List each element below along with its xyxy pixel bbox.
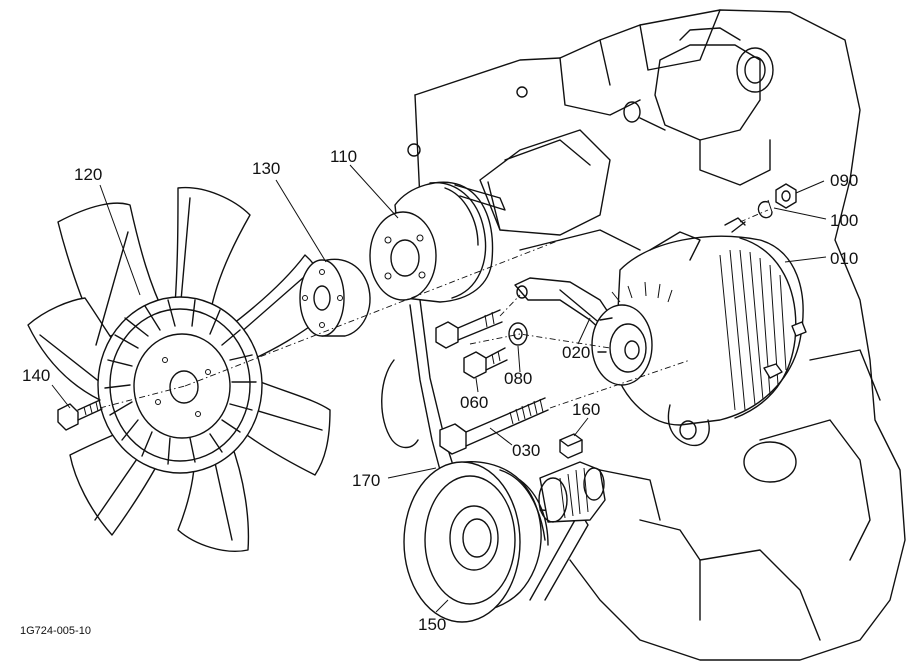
crankshaft-nose (538, 461, 606, 523)
fan-pulley (369, 181, 506, 303)
figure-code: 1G724-005-10 (20, 625, 91, 637)
callout-100: 100 (830, 211, 858, 230)
callout-110: 110 (330, 147, 357, 166)
callout-010: 010 (830, 249, 858, 268)
callout-020: 020 (562, 343, 590, 362)
callout-120: 120 (74, 165, 102, 184)
assembly-lines (99, 209, 769, 409)
crankshaft-pulley (403, 461, 549, 623)
alternator (591, 217, 807, 447)
washer (508, 322, 528, 346)
adjusting-bolt (463, 347, 508, 379)
callout-140: 140 (22, 366, 50, 385)
callout-060: 060 (460, 393, 488, 412)
callout-170: 170 (352, 471, 380, 490)
lock-washer (757, 199, 773, 219)
fan (27, 186, 333, 552)
long-bolt (439, 397, 549, 455)
callout-labels: 120 130 110 140 090 100 010 020 080 060 … (20, 147, 858, 637)
engine-block (407, 9, 906, 661)
arm-bolt (435, 309, 503, 349)
callout-160: 160 (572, 400, 600, 419)
leader-lines (51, 164, 827, 613)
nut (775, 183, 797, 209)
callout-150: 150 (418, 615, 446, 634)
crank-key (559, 433, 583, 459)
fan-spacer (299, 258, 371, 337)
callout-130: 130 (252, 159, 280, 178)
callout-090: 090 (830, 171, 858, 190)
fan-bolt (57, 399, 103, 431)
callout-030: 030 (512, 441, 540, 460)
callout-080: 080 (504, 369, 532, 388)
